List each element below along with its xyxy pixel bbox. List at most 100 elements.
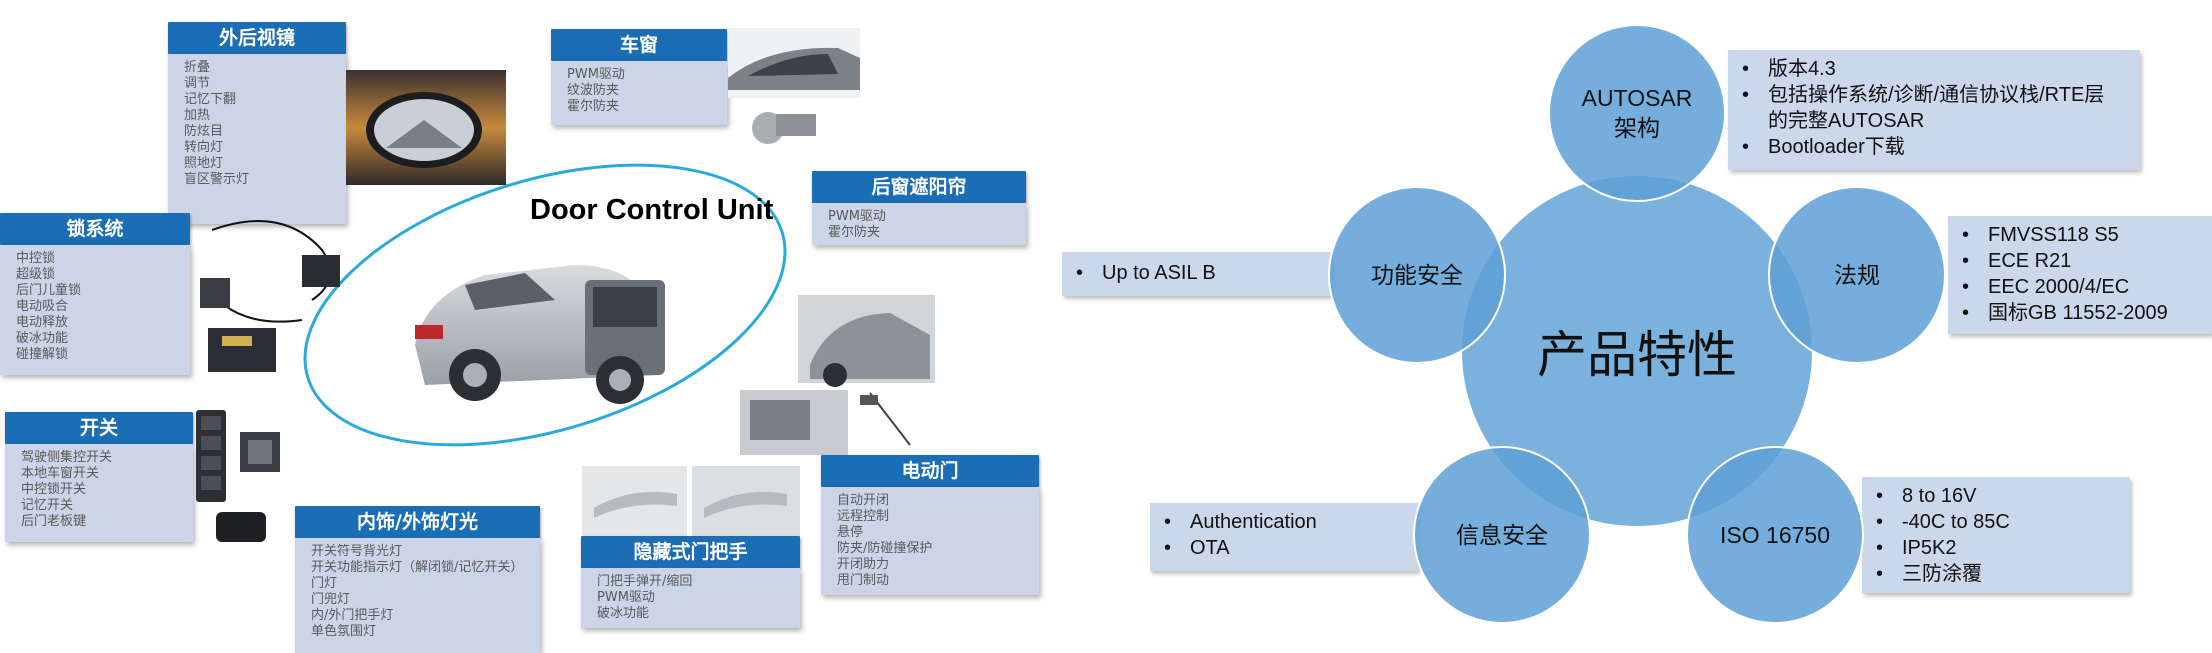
list-item: 开关符号背光灯 <box>311 544 403 559</box>
list-item: 防炫目 <box>184 124 224 139</box>
list-item: 开关功能指示灯（解闭锁/记忆开关） <box>311 560 524 575</box>
card-shade-list: PWM驱动 霍尔防夹 <box>828 209 1016 241</box>
list-item: 门灯 <box>311 576 338 591</box>
note-safety: Up to ASIL B <box>1062 252 1332 296</box>
card-shade-title: 后窗遮阳帘 <box>812 171 1026 203</box>
card-light-list: 开关符号背光灯 开关功能指示灯（解闭锁/记忆开关） 门灯 门兜灯 内/外门把手灯… <box>311 544 530 640</box>
center-label: 产品特性 <box>1537 326 1737 384</box>
list-item: ECE R21 <box>1962 248 2200 274</box>
list-item: 远程控制 <box>837 509 890 524</box>
list-item: 加热 <box>184 108 211 123</box>
circle-iso: ISO 16750 <box>1686 446 1864 624</box>
circle-security: 信息安全 <box>1413 446 1591 624</box>
list-item: Authentication <box>1164 509 1406 535</box>
card-mirror-list: 折叠 调节 记忆下翻 加热 防炫目 转向灯 照地灯 盲区警示灯 <box>184 60 336 188</box>
card-window-title: 车窗 <box>551 29 727 61</box>
list-item: 版本4.3 <box>1742 56 2128 82</box>
list-item: 记忆下翻 <box>184 92 237 107</box>
list-item: 电动释放 <box>16 315 69 330</box>
list-item: 霍尔防夹 <box>828 225 881 240</box>
card-powerdoor-body: 自动开闭 远程控制 悬停 防夹/防碰撞保护 开闭助力 甩门制动 <box>821 487 1039 595</box>
card-switch-body: 驾驶侧集控开关 本地车窗开关 中控锁开关 记忆开关 后门老板键 <box>5 444 193 542</box>
list-item: 中控锁 <box>16 251 56 266</box>
card-handle-title: 隐藏式门把手 <box>581 536 800 568</box>
card-switch-list: 驾驶侧集控开关 本地车窗开关 中控锁开关 记忆开关 后门老板键 <box>21 450 183 530</box>
note-safety-list: Up to ASIL B <box>1076 260 1320 286</box>
door-handle-image <box>582 466 800 536</box>
list-item: 盲区警示灯 <box>184 172 250 187</box>
card-window-body: PWM驱动 纹波防夹 霍尔防夹 <box>551 61 727 125</box>
card-lock-list: 中控锁 超级锁 后门儿童锁 电动吸合 电动释放 破冰功能 碰撞解锁 <box>16 251 180 363</box>
list-item: 后门儿童锁 <box>16 283 82 298</box>
circle-autosar: AUTOSAR 架构 <box>1548 24 1726 202</box>
list-item: 驾驶侧集控开关 <box>21 450 113 465</box>
list-item: EEC 2000/4/EC <box>1962 274 2200 300</box>
list-item: 内/外门把手灯 <box>311 608 394 623</box>
list-item: Up to ASIL B <box>1076 260 1320 286</box>
list-item: 纹波防夹 <box>567 83 620 98</box>
card-window-list: PWM驱动 纹波防夹 霍尔防夹 <box>567 67 717 115</box>
power-door-image <box>740 295 935 455</box>
list-item: 后门老板键 <box>21 514 87 529</box>
list-item: 折叠 <box>184 60 211 75</box>
list-item: 门把手弹开/缩回 <box>597 574 693 589</box>
list-item: 超级锁 <box>16 267 56 282</box>
list-item: 三防涂覆 <box>1876 561 2118 587</box>
list-item: 自动开闭 <box>837 493 890 508</box>
list-item: 霍尔防夹 <box>567 99 620 114</box>
circle-security-label: 信息安全 <box>1456 522 1548 548</box>
list-item: 中控锁开关 <box>21 482 87 497</box>
list-item: 包括操作系统/诊断/通信协议栈/RTE层的完整AUTOSAR <box>1742 82 2108 134</box>
list-item: 破冰功能 <box>16 331 69 346</box>
note-iso-list: 8 to 16V -40C to 85C IP5K2 三防涂覆 <box>1876 483 2118 587</box>
list-item: PWM驱动 <box>828 209 886 224</box>
note-iso: 8 to 16V -40C to 85C IP5K2 三防涂覆 <box>1862 477 2130 593</box>
list-item: IP5K2 <box>1876 535 2118 561</box>
card-mirror-body: 折叠 调节 记忆下翻 加热 防炫目 转向灯 照地灯 盲区警示灯 <box>168 54 346 224</box>
note-regulation: FMVSS118 S5 ECE R21 EEC 2000/4/EC 国标GB 1… <box>1948 216 2212 334</box>
circle-autosar-label: AUTOSAR 架构 <box>1581 85 1693 141</box>
card-light-body: 开关符号背光灯 开关功能指示灯（解闭锁/记忆开关） 门灯 门兜灯 内/外门把手灯… <box>295 538 540 653</box>
card-lock-title: 锁系统 <box>0 213 190 245</box>
list-item: 8 to 16V <box>1876 483 2118 509</box>
list-item: 电动吸合 <box>16 299 69 314</box>
list-item: 甩门制动 <box>837 573 890 588</box>
list-item: 本地车窗开关 <box>21 466 100 481</box>
circle-regulation-label: 法规 <box>1834 262 1880 288</box>
list-item: Bootloader下载 <box>1742 134 2128 160</box>
list-item: 门兜灯 <box>311 592 351 607</box>
circle-safety-label: 功能安全 <box>1371 262 1463 288</box>
list-item: 转向灯 <box>184 140 224 155</box>
card-switch-title: 开关 <box>5 412 193 444</box>
card-light-title: 内饰/外饰灯光 <box>295 506 540 538</box>
list-item: 照地灯 <box>184 156 224 171</box>
list-item: FMVSS118 S5 <box>1962 222 2200 248</box>
list-item: 国标GB 11552-2009 <box>1962 300 2200 326</box>
note-security: Authentication OTA <box>1150 503 1418 571</box>
card-handle-list: 门把手弹开/缩回 PWM驱动 破冰功能 <box>597 574 790 622</box>
switch-panel-image <box>196 410 280 542</box>
list-item: OTA <box>1164 535 1406 561</box>
list-item: 防夹/防碰撞保护 <box>837 541 933 556</box>
list-item: 开闭助力 <box>837 557 890 572</box>
list-item: 破冰功能 <box>597 606 650 621</box>
list-item: 悬停 <box>837 525 864 540</box>
list-item: 单色氛围灯 <box>311 624 377 639</box>
circle-iso-label: ISO 16750 <box>1720 522 1830 548</box>
list-item: -40C to 85C <box>1876 509 2118 535</box>
dcu-title: Door Control Unit <box>530 194 774 226</box>
circle-safety: 功能安全 <box>1328 186 1506 364</box>
dcu-ellipse <box>303 163 787 447</box>
car-open-door-image <box>415 265 665 404</box>
card-lock-body: 中控锁 超级锁 后门儿童锁 电动吸合 电动释放 破冰功能 碰撞解锁 <box>0 245 190 375</box>
lock-actuator-image <box>200 220 340 372</box>
note-autosar-list: 版本4.3 包括操作系统/诊断/通信协议栈/RTE层的完整AUTOSAR Boo… <box>1742 56 2128 160</box>
card-mirror-title: 外后视镜 <box>168 22 346 54</box>
note-security-list: Authentication OTA <box>1164 509 1406 561</box>
note-regulation-list: FMVSS118 S5 ECE R21 EEC 2000/4/EC 国标GB 1… <box>1962 222 2200 326</box>
note-autosar: 版本4.3 包括操作系统/诊断/通信协议栈/RTE层的完整AUTOSAR Boo… <box>1728 50 2140 170</box>
list-item: PWM驱动 <box>567 67 625 82</box>
circle-regulation: 法规 <box>1768 186 1946 364</box>
window-motor-image <box>728 28 860 144</box>
mirror-image <box>346 70 506 185</box>
